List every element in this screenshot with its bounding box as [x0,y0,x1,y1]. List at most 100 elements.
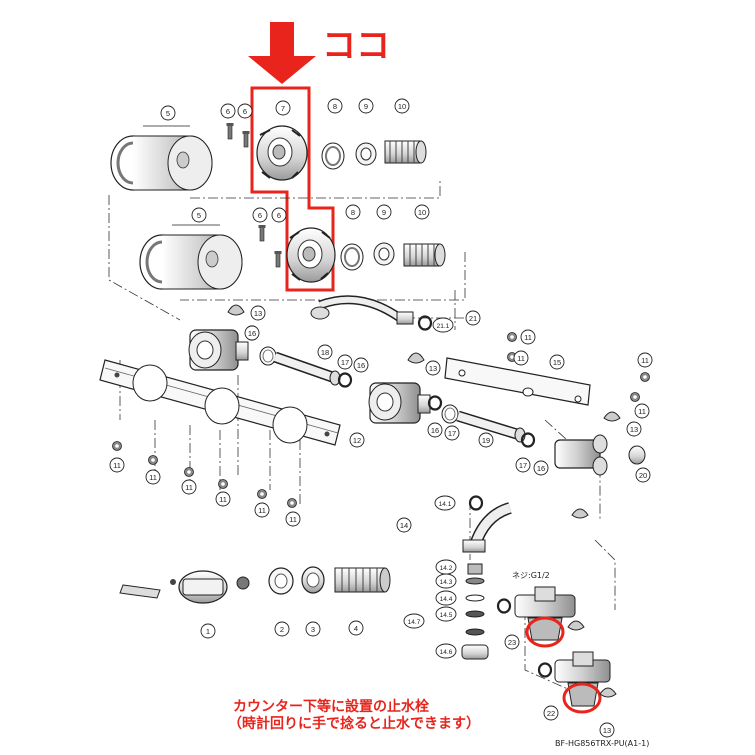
cap-20 [628,445,646,465]
part-number-text: 20 [639,471,647,480]
part-number-text: 11 [524,333,532,342]
part-number-bubble-11: 11 [181,479,197,495]
part-number-bubble-21: 21 [465,310,481,326]
handle-base-lower [286,227,336,283]
part-number-bubble-11: 11 [215,491,231,507]
pipe-18 [273,351,341,386]
part-number-bubble-16: 16 [427,422,443,438]
part-number-bubble-14-3: 14.3 [435,573,457,589]
part-number-text: 2 [280,625,284,634]
right-valve-body [368,382,431,424]
part-number-text: 7 [281,104,285,113]
part-number-text: 6 [258,211,262,220]
part-number-text: 10 [418,208,426,217]
part-number-bubble-16: 16 [533,460,549,476]
clip-13a [227,304,245,316]
part-number-text: 11 [185,483,193,492]
part-number-text: 11 [219,495,227,504]
part-number-bubble-7: 7 [275,100,291,116]
part-number-bubble-14-2: 14.2 [435,559,457,575]
part-number-text: 18 [321,348,329,357]
part-number-bubble-4: 4 [348,620,364,636]
part-number-text: 14.1 [439,501,452,508]
part-number-text: 8 [351,208,355,217]
clip-13f [599,687,617,698]
thread-spec-label: ネジ:G1/2 [512,571,550,580]
part-number-text: 11 [517,354,525,363]
part-number-text: 17 [448,429,456,438]
part-number-text: 14.7 [408,619,421,626]
part-number-text: 3 [311,625,315,634]
cartridge-4 [334,567,391,593]
spout-elbow [462,502,512,553]
part-number-text: 9 [382,208,386,217]
part-number-bubble-11: 11 [637,352,653,368]
part-number-text: 14 [400,521,408,530]
part-number-bubble-6: 6 [237,103,253,119]
cover-lower [139,224,243,290]
mounting-plate [99,359,341,446]
part-number-bubble-14-6: 14.6 [435,643,457,659]
part-number-bubble-20: 20 [635,467,651,483]
ring-2 [268,567,294,595]
part-number-bubble-18: 18 [317,344,333,360]
sleeve-upper [321,142,345,170]
part-number-bubble-13: 13 [599,722,615,738]
part-number-text: 11 [638,407,646,416]
part-number-bubble-17: 17 [444,425,460,441]
callout-arrow [248,22,316,84]
part-number-text: 14.6 [440,649,453,656]
part-number-text: 16 [248,329,256,338]
part-number-bubble-13: 13 [250,305,266,321]
part-number-text: 16 [537,464,545,473]
back-plate [444,357,591,406]
part-number-text: 14.4 [440,596,453,603]
part-number-text: 4 [354,624,358,633]
part-number-bubble-14: 14 [396,517,412,533]
spindle-lower [403,243,446,267]
spout-subparts [461,563,489,660]
part-number-bubble-9: 9 [358,98,374,114]
part-number-bubble-12: 12 [349,432,365,448]
part-number-bubble-11: 11 [520,329,536,345]
part-number-text: 8 [333,102,337,111]
part-number-bubble-6: 6 [252,207,268,223]
clip-13e [567,620,585,631]
part-number-text: 11 [289,515,297,524]
part-number-bubble-14-4: 14.4 [435,590,457,606]
part-number-bubble-16: 16 [244,325,260,341]
part-number-bubble-16: 16 [353,357,369,373]
part-number-text: 12 [353,436,361,445]
part-number-text: 10 [398,102,406,111]
part-number-bubble-22: 22 [543,705,559,721]
part-number-bubble-5: 5 [191,207,207,223]
part-number-text: 11 [641,356,649,365]
note-line-1: カウンター下等に設置の止水栓 [233,698,429,715]
part-number-bubble-8: 8 [345,204,361,220]
part-number-text: 14.3 [440,579,453,586]
clip-13d [571,508,589,519]
part-number-bubble-11: 11 [145,469,161,485]
part-number-text: 5 [166,109,170,118]
part-number-bubble-9: 9 [376,204,392,220]
spindle-upper [384,140,427,164]
part-number-bubble-11: 11 [513,350,529,366]
callout-label: ココ [322,26,390,66]
ring-upper [355,142,377,166]
left-valve-body [188,329,249,371]
stop-valve-lower [554,651,611,714]
part-number-text: 17 [519,461,527,470]
part-number-bubble-19: 19 [478,432,494,448]
sleeve-lower [340,243,364,271]
part-number-bubble-6: 6 [220,103,236,119]
part-number-bubble-15: 15 [549,354,565,370]
part-number-bubble-10: 10 [394,98,410,114]
part-number-bubble-11: 11 [109,457,125,473]
part-number-bubble-2: 2 [274,621,290,637]
part-number-text: 5 [197,211,201,220]
part-number-text: 9 [364,102,368,111]
part-number-text: 14.5 [440,612,453,619]
part-number-text: 22 [547,709,555,718]
part-number-bubble-17: 17 [515,457,531,473]
